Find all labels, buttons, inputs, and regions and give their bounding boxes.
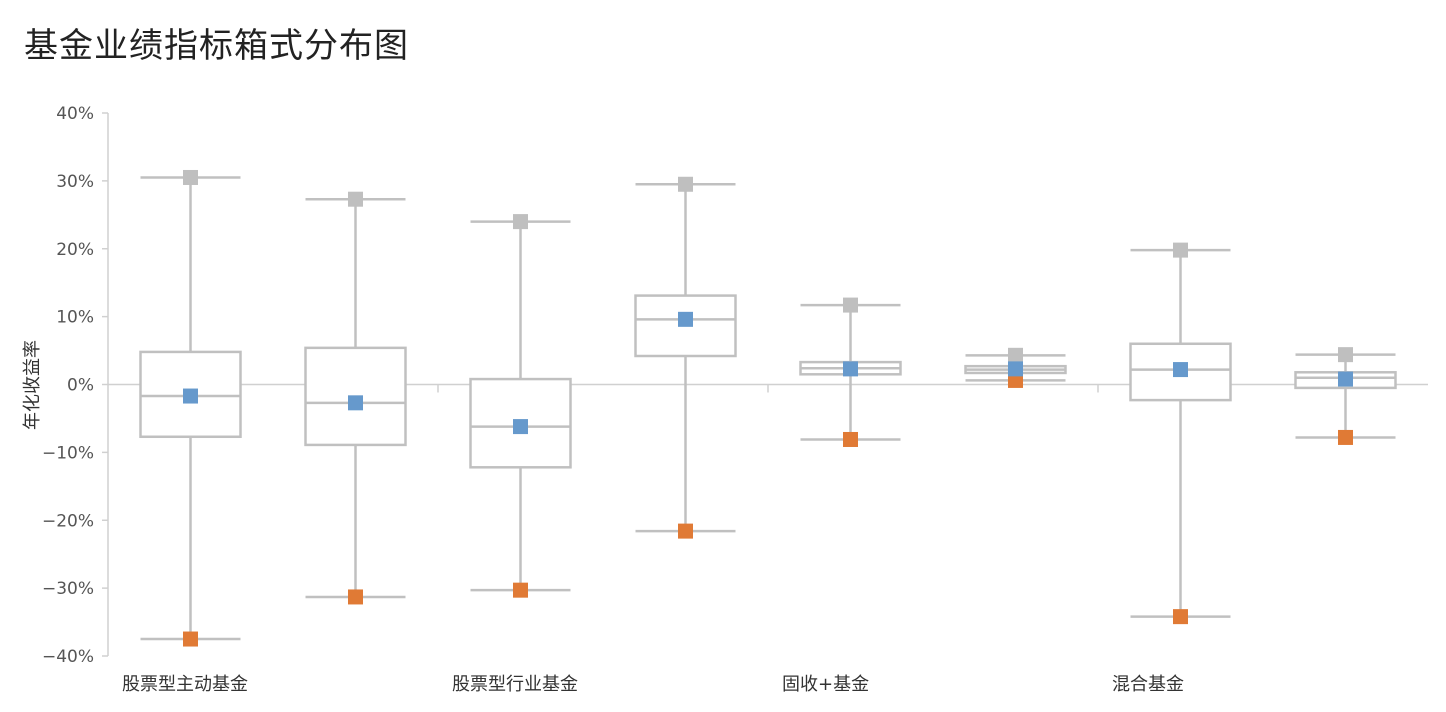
max-marker xyxy=(183,169,198,185)
y-tick-label: 0% xyxy=(67,376,94,396)
y-tick-label: 10% xyxy=(56,308,94,328)
markers-layer xyxy=(183,169,1353,647)
y-tick-label: −20% xyxy=(42,511,94,531)
max-marker xyxy=(1338,347,1353,363)
max-marker xyxy=(1173,242,1188,258)
iqr-box xyxy=(139,350,242,439)
min-marker xyxy=(183,631,198,647)
y-tick-label: −10% xyxy=(42,443,94,463)
max-marker xyxy=(513,214,528,230)
min-marker xyxy=(1173,609,1188,625)
min-marker xyxy=(1008,372,1023,388)
y-tick-label: −40% xyxy=(42,647,94,667)
y-tick-label: 30% xyxy=(56,172,94,192)
chart-title: 基金业绩指标箱式分布图 xyxy=(24,26,409,66)
mean-marker xyxy=(1173,362,1188,378)
max-marker xyxy=(843,297,858,313)
mean-marker xyxy=(1008,361,1023,377)
box-item xyxy=(469,220,572,592)
y-tick-label: −30% xyxy=(42,579,94,599)
mean-marker xyxy=(1338,371,1353,387)
y-tick-label: 20% xyxy=(56,240,94,260)
y-axis-label: 年化收益率 xyxy=(22,340,43,430)
max-marker xyxy=(1008,347,1023,363)
max-marker xyxy=(348,191,363,207)
mean-marker xyxy=(348,395,363,411)
min-marker xyxy=(843,431,858,447)
box-item xyxy=(1129,248,1232,618)
mean-marker xyxy=(678,311,693,327)
category-label: 固收+基金 xyxy=(782,674,869,695)
min-marker xyxy=(513,582,528,598)
box-item xyxy=(634,183,737,533)
boxes-layer xyxy=(139,176,1397,641)
box-item xyxy=(139,176,242,641)
mean-marker xyxy=(513,419,528,435)
box-item xyxy=(1294,353,1397,439)
mean-marker xyxy=(183,388,198,404)
category-label: 混合基金 xyxy=(1112,674,1184,695)
category-label: 股票型主动基金 xyxy=(122,674,248,695)
max-marker xyxy=(678,176,693,192)
min-marker xyxy=(348,589,363,605)
min-marker xyxy=(1338,429,1353,445)
min-marker xyxy=(678,523,693,539)
category-label: 股票型行业基金 xyxy=(452,674,578,695)
mean-marker xyxy=(843,361,858,377)
y-tick-label: 40% xyxy=(56,104,94,124)
